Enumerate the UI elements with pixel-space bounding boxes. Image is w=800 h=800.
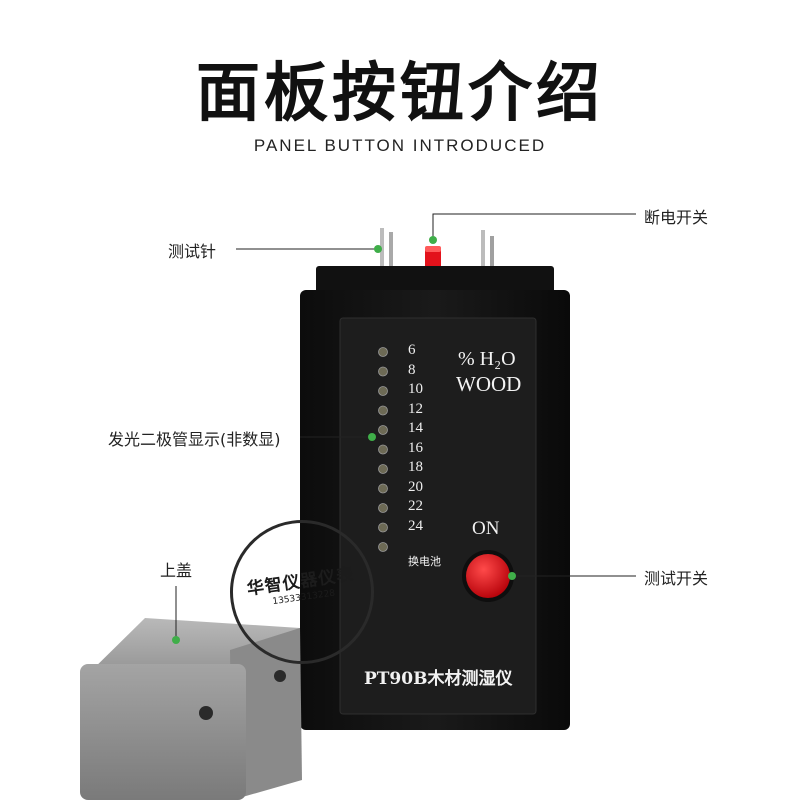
battery-label: 换电池 [408, 555, 441, 568]
led-indicator [378, 425, 388, 435]
led-scale-label: 16 [408, 439, 423, 456]
top-cover-hole-side [274, 670, 286, 682]
led-column [378, 347, 388, 552]
led-indicator [378, 405, 388, 416]
led-indicator [378, 347, 388, 357]
label-test-pins: 测试针 [168, 242, 217, 261]
top-cover-side [230, 628, 302, 800]
unit-line-1: % H₂O [458, 348, 516, 370]
page-subtitle: PANEL BUTTON INTRODUCED [253, 136, 547, 155]
label-test-switch: 测试开关 [644, 569, 709, 588]
led-scale-label: 12 [408, 400, 423, 417]
led-scale-label: 14 [408, 420, 423, 436]
device-top-cap [316, 266, 554, 296]
callout-dot-power [429, 236, 437, 244]
test-pin-left-2 [389, 232, 393, 268]
unit-line-2: WOOD [456, 372, 522, 396]
led-scale-label: 20 [408, 478, 423, 495]
led-indicator [378, 464, 388, 474]
led-scale-label: 18 [408, 459, 423, 475]
led-scale-label: 8 [408, 361, 416, 378]
callout-dot-switch [508, 572, 516, 580]
top-cover-hole [199, 706, 213, 720]
callout-line-power [432, 213, 636, 240]
page-title: 面板按钮介绍 [196, 57, 604, 131]
led-indicator [378, 503, 388, 513]
led-scale-label: 24 [408, 517, 423, 534]
label-top-cover: 上盖 [160, 561, 193, 580]
power-switch-top [425, 246, 441, 252]
label-led-display: 发光二极管显示(非数显) [108, 430, 281, 449]
callout-dot-cover [172, 636, 180, 644]
led-indicator [378, 444, 388, 455]
led-scale-label: 10 [408, 381, 423, 397]
test-pin-right [481, 230, 485, 268]
on-label: ON [472, 518, 500, 539]
test-pin-right-2 [490, 236, 494, 268]
label-power-switch: 断电开关 [644, 208, 709, 227]
test-switch-button[interactable] [466, 554, 510, 598]
callout-dot-led [368, 433, 376, 441]
led-scale-label: 6 [408, 342, 416, 358]
led-indicator [378, 366, 388, 377]
led-indicator [378, 386, 388, 396]
power-switch[interactable] [425, 248, 441, 270]
led-indicator [378, 483, 388, 494]
test-pin-left [380, 228, 384, 268]
device-panel [339, 317, 537, 715]
callout-dot-pins [374, 245, 382, 253]
led-scale-label: 22 [408, 498, 423, 514]
led-indicator [378, 522, 388, 533]
top-cover-front [80, 664, 246, 800]
battery-led [378, 542, 388, 552]
model-label: PT90B木材测湿仪 [364, 669, 513, 689]
